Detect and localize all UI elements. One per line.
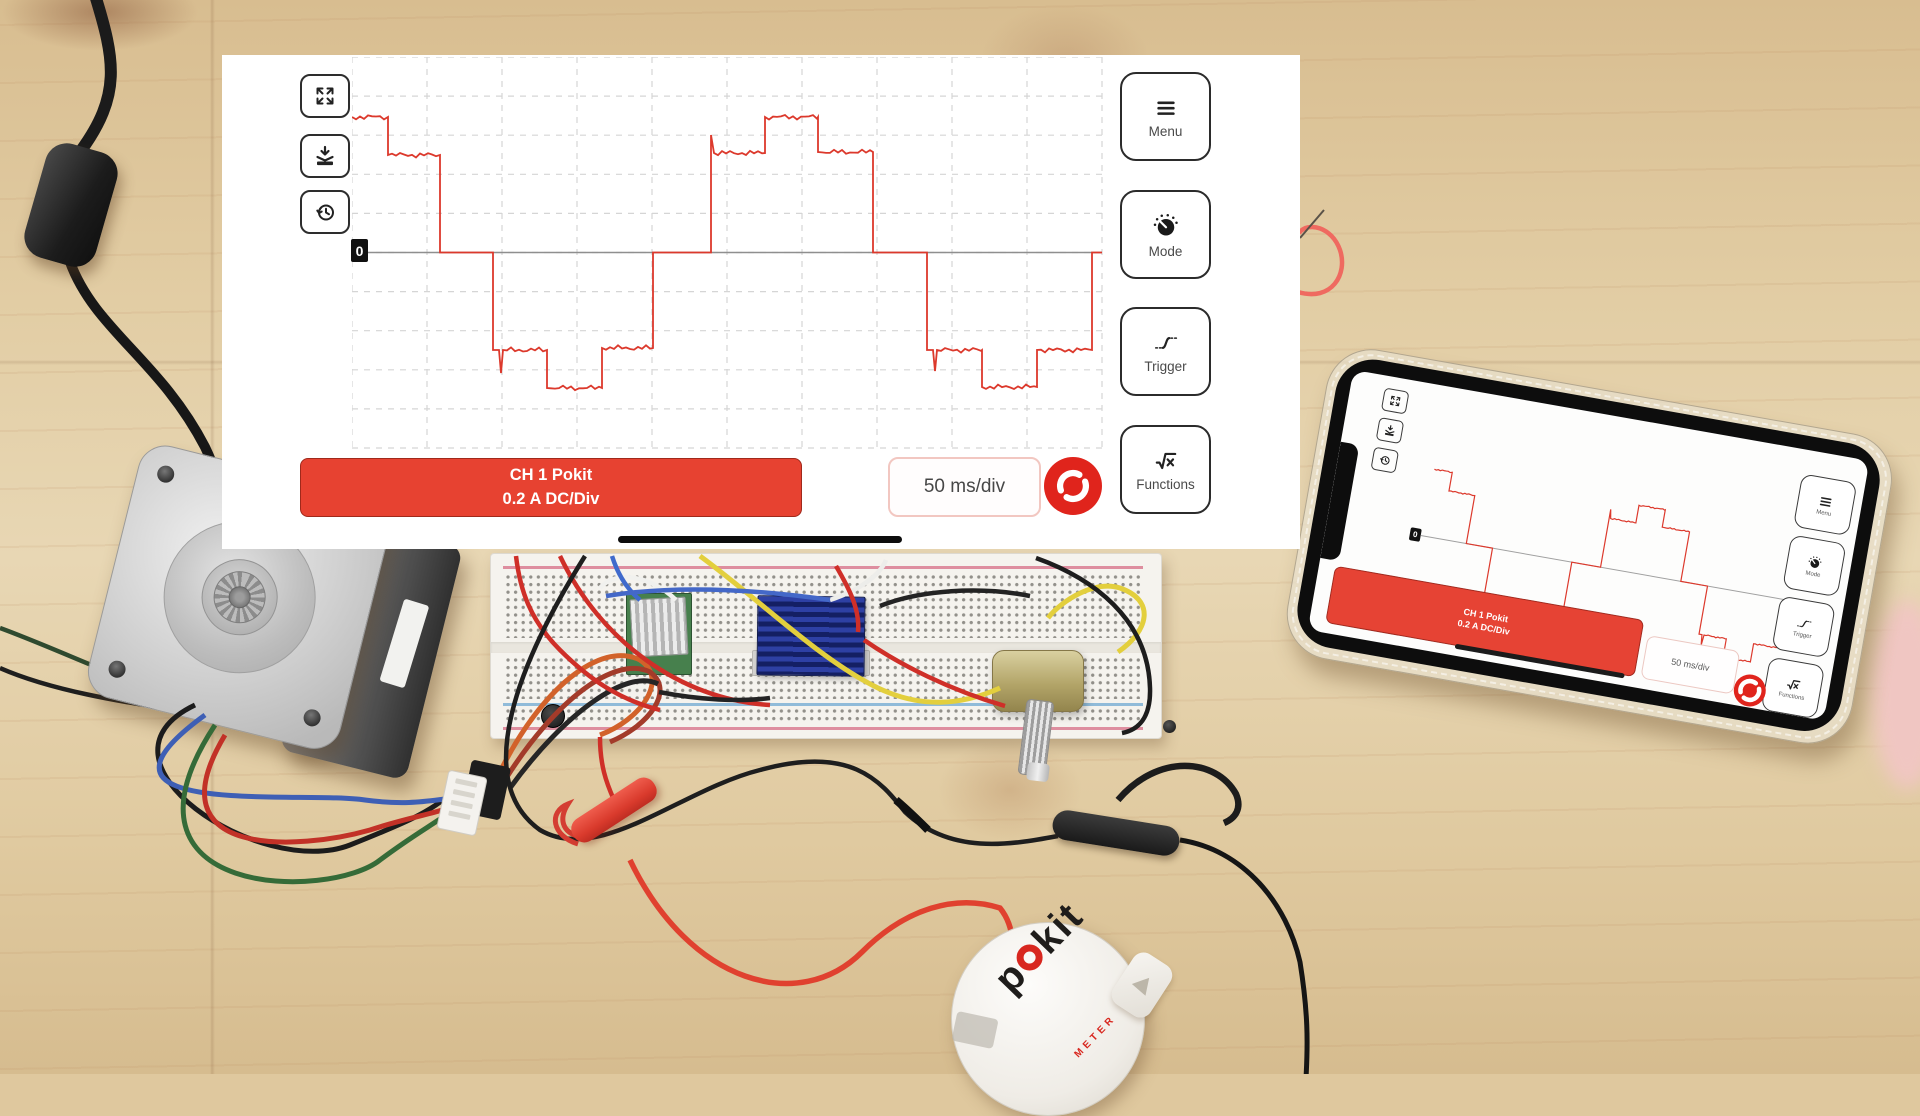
phone-functions-button: Functions <box>1760 656 1826 720</box>
menu-label: Menu <box>1148 123 1183 139</box>
expand-icon <box>318 89 333 104</box>
wire-layer <box>155 209 1345 1074</box>
jumper-black-2 <box>879 588 1031 609</box>
pokit-meter-device: pkit METER <box>951 894 1177 1116</box>
export-button[interactable] <box>300 134 350 178</box>
channel-name: CH 1 Pokit <box>509 466 593 485</box>
motor-wire-green <box>181 723 459 885</box>
trigger-label: Trigger <box>1144 358 1187 374</box>
jumper-blue-long <box>605 587 831 603</box>
zero-level-marker[interactable]: 0 <box>351 239 368 262</box>
power-rail-blue-bottom <box>503 703 1143 706</box>
phone: 0 Menu Mode Trigger Functions CH 1 Pokit… <box>1279 342 1900 751</box>
jumper-yellow-long <box>698 553 1002 705</box>
usb-cable <box>75 0 117 156</box>
mode-label: Mode <box>1148 243 1183 259</box>
functions-label: Functions <box>1136 476 1195 492</box>
pokit-red-lead <box>627 858 1016 987</box>
phone-pokit-logo-icon <box>1731 671 1769 710</box>
history-icon <box>317 206 333 220</box>
pokit-logo-button[interactable] <box>1044 457 1102 515</box>
hamburger-icon <box>1157 101 1174 114</box>
phone-trigger-button: Trigger <box>1771 595 1836 659</box>
red-wire-loop <box>1297 224 1345 297</box>
red-probe-hook <box>552 798 581 847</box>
jumper-black-right <box>1035 555 1153 736</box>
thin-dark-wire <box>1299 209 1325 239</box>
pokit-swirl-icon <box>1060 473 1086 499</box>
menu-button[interactable]: Menu <box>1120 72 1211 161</box>
trigger-edge-icon <box>1155 338 1176 348</box>
functions-button[interactable]: Functions <box>1120 425 1211 514</box>
trigger-button[interactable]: Trigger <box>1120 307 1211 396</box>
dial-icon <box>1153 214 1177 236</box>
pokit-meter-label: METER <box>1072 1012 1119 1061</box>
waveform-trace <box>352 113 1102 392</box>
timebase-button[interactable]: 50 ms/div <box>888 457 1041 517</box>
scope-plot[interactable] <box>352 57 1104 450</box>
pokit-black-lead <box>1179 837 1310 1074</box>
channel-button[interactable]: CH 1 Pokit 0.2 A DC/Div <box>300 458 802 517</box>
ribbon-orange <box>497 653 655 774</box>
heatshrink-joint <box>893 796 931 833</box>
jumper-white <box>598 575 678 602</box>
pokit-oscilloscope-app: 0 Menu Mode Trigger Functions CH 1 Pokit… <box>222 55 1300 549</box>
sqrt-x-icon <box>1156 453 1174 467</box>
ribbon-black <box>507 678 660 790</box>
history-button[interactable] <box>300 190 350 234</box>
home-indicator[interactable] <box>618 536 902 543</box>
fullscreen-button[interactable] <box>300 74 350 118</box>
jumper-white-2 <box>829 559 889 603</box>
breadboard-holes-rail-row <box>505 708 1141 724</box>
black-probe-lead <box>503 554 1059 847</box>
pokit-probe-reflection <box>951 1010 999 1050</box>
phone-menu-button: Menu <box>1792 473 1858 537</box>
power-rail-red-top <box>503 566 1143 569</box>
jumper-red-3 <box>862 638 1006 709</box>
jumper-yellow-right <box>1046 583 1147 655</box>
motor-wire-red <box>202 733 462 845</box>
screw <box>1163 720 1176 733</box>
phone-mode-button: Mode <box>1782 534 1847 598</box>
motor-wire-black <box>155 702 454 854</box>
red-wire-to-probe <box>597 736 617 801</box>
phone-screen: 0 Menu Mode Trigger Functions CH 1 Pokit… <box>1307 369 1870 721</box>
black-probe-hook <box>1115 762 1242 826</box>
motor-wire-blue <box>156 712 455 806</box>
ribbon-red <box>502 665 663 782</box>
jumper-red-1 <box>513 555 661 713</box>
mode-button[interactable]: Mode <box>1120 190 1211 279</box>
jumper-blue-short <box>609 555 642 602</box>
power-rail-red-bottom <box>503 727 1143 730</box>
save-icon <box>317 147 333 165</box>
jumper-black-1 <box>658 689 771 703</box>
blurred-object <box>1872 600 1920 790</box>
keyring-hole <box>1131 971 1156 996</box>
channel-scale: 0.2 A DC/Div <box>502 489 600 508</box>
jumper-red-4 <box>834 564 861 633</box>
